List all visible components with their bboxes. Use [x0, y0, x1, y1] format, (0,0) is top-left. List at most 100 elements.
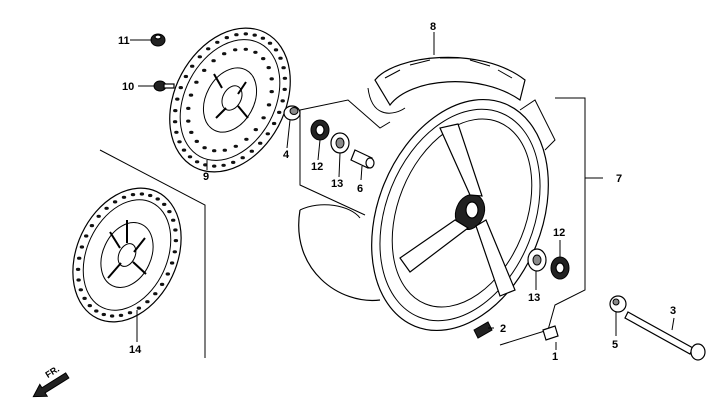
balance-weight-1	[542, 325, 559, 341]
disc-hole	[221, 163, 226, 167]
disc-hole	[233, 48, 238, 52]
disc-hole	[181, 148, 187, 152]
disc-hole	[101, 312, 107, 317]
disc-hole	[282, 76, 288, 80]
label-13-lower: 13	[528, 292, 540, 304]
disc-hole	[148, 193, 153, 198]
disc-hole	[253, 50, 258, 54]
label-4: 4	[283, 149, 290, 161]
disc-hole	[222, 52, 227, 56]
label-2: 2	[500, 323, 506, 335]
label-12-upper: 12	[311, 161, 323, 173]
disc-hole	[78, 288, 84, 292]
disc-hole	[109, 314, 115, 318]
disc-hole	[136, 306, 142, 310]
disc-hole	[212, 149, 217, 153]
disc-hole	[258, 141, 263, 145]
disc-hole	[197, 55, 202, 59]
disc-hole	[277, 110, 282, 114]
disc-hole	[266, 66, 271, 70]
disc-hole	[145, 300, 150, 304]
bearing-13-lower	[527, 248, 547, 272]
disc-hole	[194, 160, 200, 164]
disc-hole	[127, 311, 133, 315]
disc-hole	[234, 33, 239, 37]
disc-hole	[282, 87, 287, 91]
disc-hole	[79, 245, 85, 249]
disc-hole	[130, 193, 136, 197]
disc-hole	[139, 192, 145, 196]
wheel-rim-7	[371, 98, 556, 332]
disc-hole	[233, 144, 238, 148]
label-12-lower: 12	[553, 227, 565, 239]
disc-hole	[243, 47, 248, 51]
axle-3	[624, 311, 706, 361]
disc-hole	[162, 202, 167, 206]
disc14-bracket-line	[99, 149, 206, 358]
tire-8	[298, 56, 526, 302]
disc-hole	[202, 68, 207, 72]
disc-hole	[174, 130, 179, 134]
dust-seal-12-upper	[310, 119, 330, 141]
disc-hole	[224, 36, 229, 40]
disc-hole	[171, 218, 176, 222]
valve-2	[473, 321, 493, 339]
disc-hole	[240, 156, 245, 160]
disc-hole	[231, 160, 236, 164]
leader-lines	[130, 32, 675, 350]
label-13-upper: 13	[331, 178, 343, 190]
disc-hole	[211, 59, 216, 63]
brake-disc-9	[169, 27, 291, 173]
label-1: 1	[552, 351, 558, 363]
collar-5	[609, 295, 627, 313]
disc-hole	[243, 32, 248, 36]
disc-hole	[153, 292, 158, 296]
disc-hole	[172, 250, 177, 254]
disc-hole	[167, 210, 172, 214]
disc-hole	[249, 149, 254, 153]
disc-hole	[94, 309, 99, 313]
disc-hole	[266, 103, 272, 107]
disc-hole	[183, 74, 189, 79]
disc-hole	[269, 90, 274, 94]
disc-hole	[186, 119, 191, 123]
disc-hole	[253, 128, 258, 132]
disc-hole	[194, 139, 199, 143]
disc-hole	[265, 132, 270, 136]
disc-hole	[278, 56, 283, 60]
disc-hole	[84, 234, 89, 238]
disc-hole	[206, 47, 211, 51]
label-8: 8	[430, 21, 436, 33]
disc-hole	[75, 267, 81, 271]
disc-hole	[281, 66, 286, 70]
disc-hole	[177, 140, 182, 144]
disc-hole	[202, 146, 207, 150]
disc-hole	[104, 206, 109, 210]
disc-hole	[194, 80, 199, 84]
disc-hole	[203, 163, 208, 167]
disc-hole	[271, 121, 277, 126]
disc-hole	[169, 261, 175, 265]
label-3: 3	[670, 305, 676, 317]
disc-hole	[178, 86, 183, 90]
disc-hole	[188, 93, 194, 97]
disc-hole	[186, 106, 191, 110]
disc-hole	[112, 200, 118, 204]
disc-hole	[165, 272, 170, 276]
disc-hole	[252, 33, 257, 37]
disc-hole	[189, 130, 194, 134]
disc-hole	[76, 278, 81, 282]
disc-hole	[269, 77, 274, 81]
nut-11	[150, 33, 166, 47]
label-14: 14	[129, 344, 142, 356]
disc-hole	[280, 99, 285, 103]
disc-hole	[159, 282, 165, 286]
disc-hole	[173, 228, 178, 232]
label-6: 6	[357, 183, 363, 195]
brake-disc-14	[72, 187, 182, 323]
collar-4	[283, 105, 301, 121]
hub-parts-frame	[299, 99, 391, 216]
front-direction-arrow: FR.	[32, 364, 70, 398]
disc-hole	[273, 48, 279, 52]
